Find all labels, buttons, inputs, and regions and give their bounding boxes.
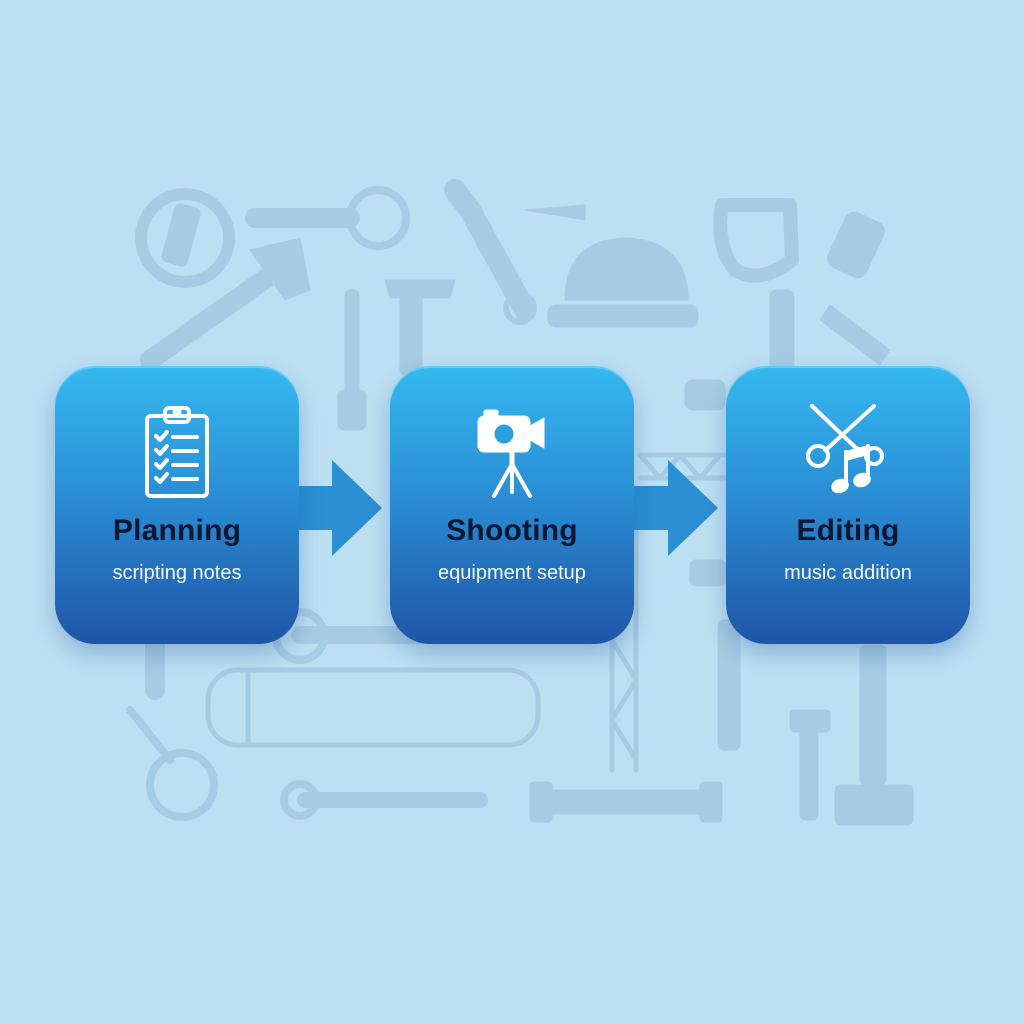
step-shooting: Shooting equipment setup [390,366,634,644]
wrench-icon [455,190,525,310]
step-editing: Editing music addition [726,366,970,644]
step-planning: Planning scripting notes [55,366,299,644]
step-subtitle: scripting notes [112,562,242,584]
bar-icon [535,790,715,814]
pipe-icon [208,670,538,745]
crane-icon [612,455,735,770]
scissors-music-note-icon [806,404,884,494]
step-subtitle: music addition [784,562,912,584]
shield-icon [720,205,792,276]
step-title: Editing [796,514,900,547]
paint-roller-icon [824,209,887,281]
badge-icon [141,194,229,282]
step-title: Shooting [446,514,578,547]
lower-magnifier-icon [130,710,170,760]
step-subtitle: equipment setup [438,562,586,584]
hard-hat-icon [565,238,688,300]
step-title: Planning [112,514,242,547]
arrow-planning-to-shooting [290,460,382,556]
hammer-icon [150,265,285,360]
camera-tripod-icon [477,409,545,498]
arrow-shooting-to-editing [626,460,718,556]
lower-hammer-icon [718,620,740,750]
clipboard-checklist-icon [145,406,209,498]
